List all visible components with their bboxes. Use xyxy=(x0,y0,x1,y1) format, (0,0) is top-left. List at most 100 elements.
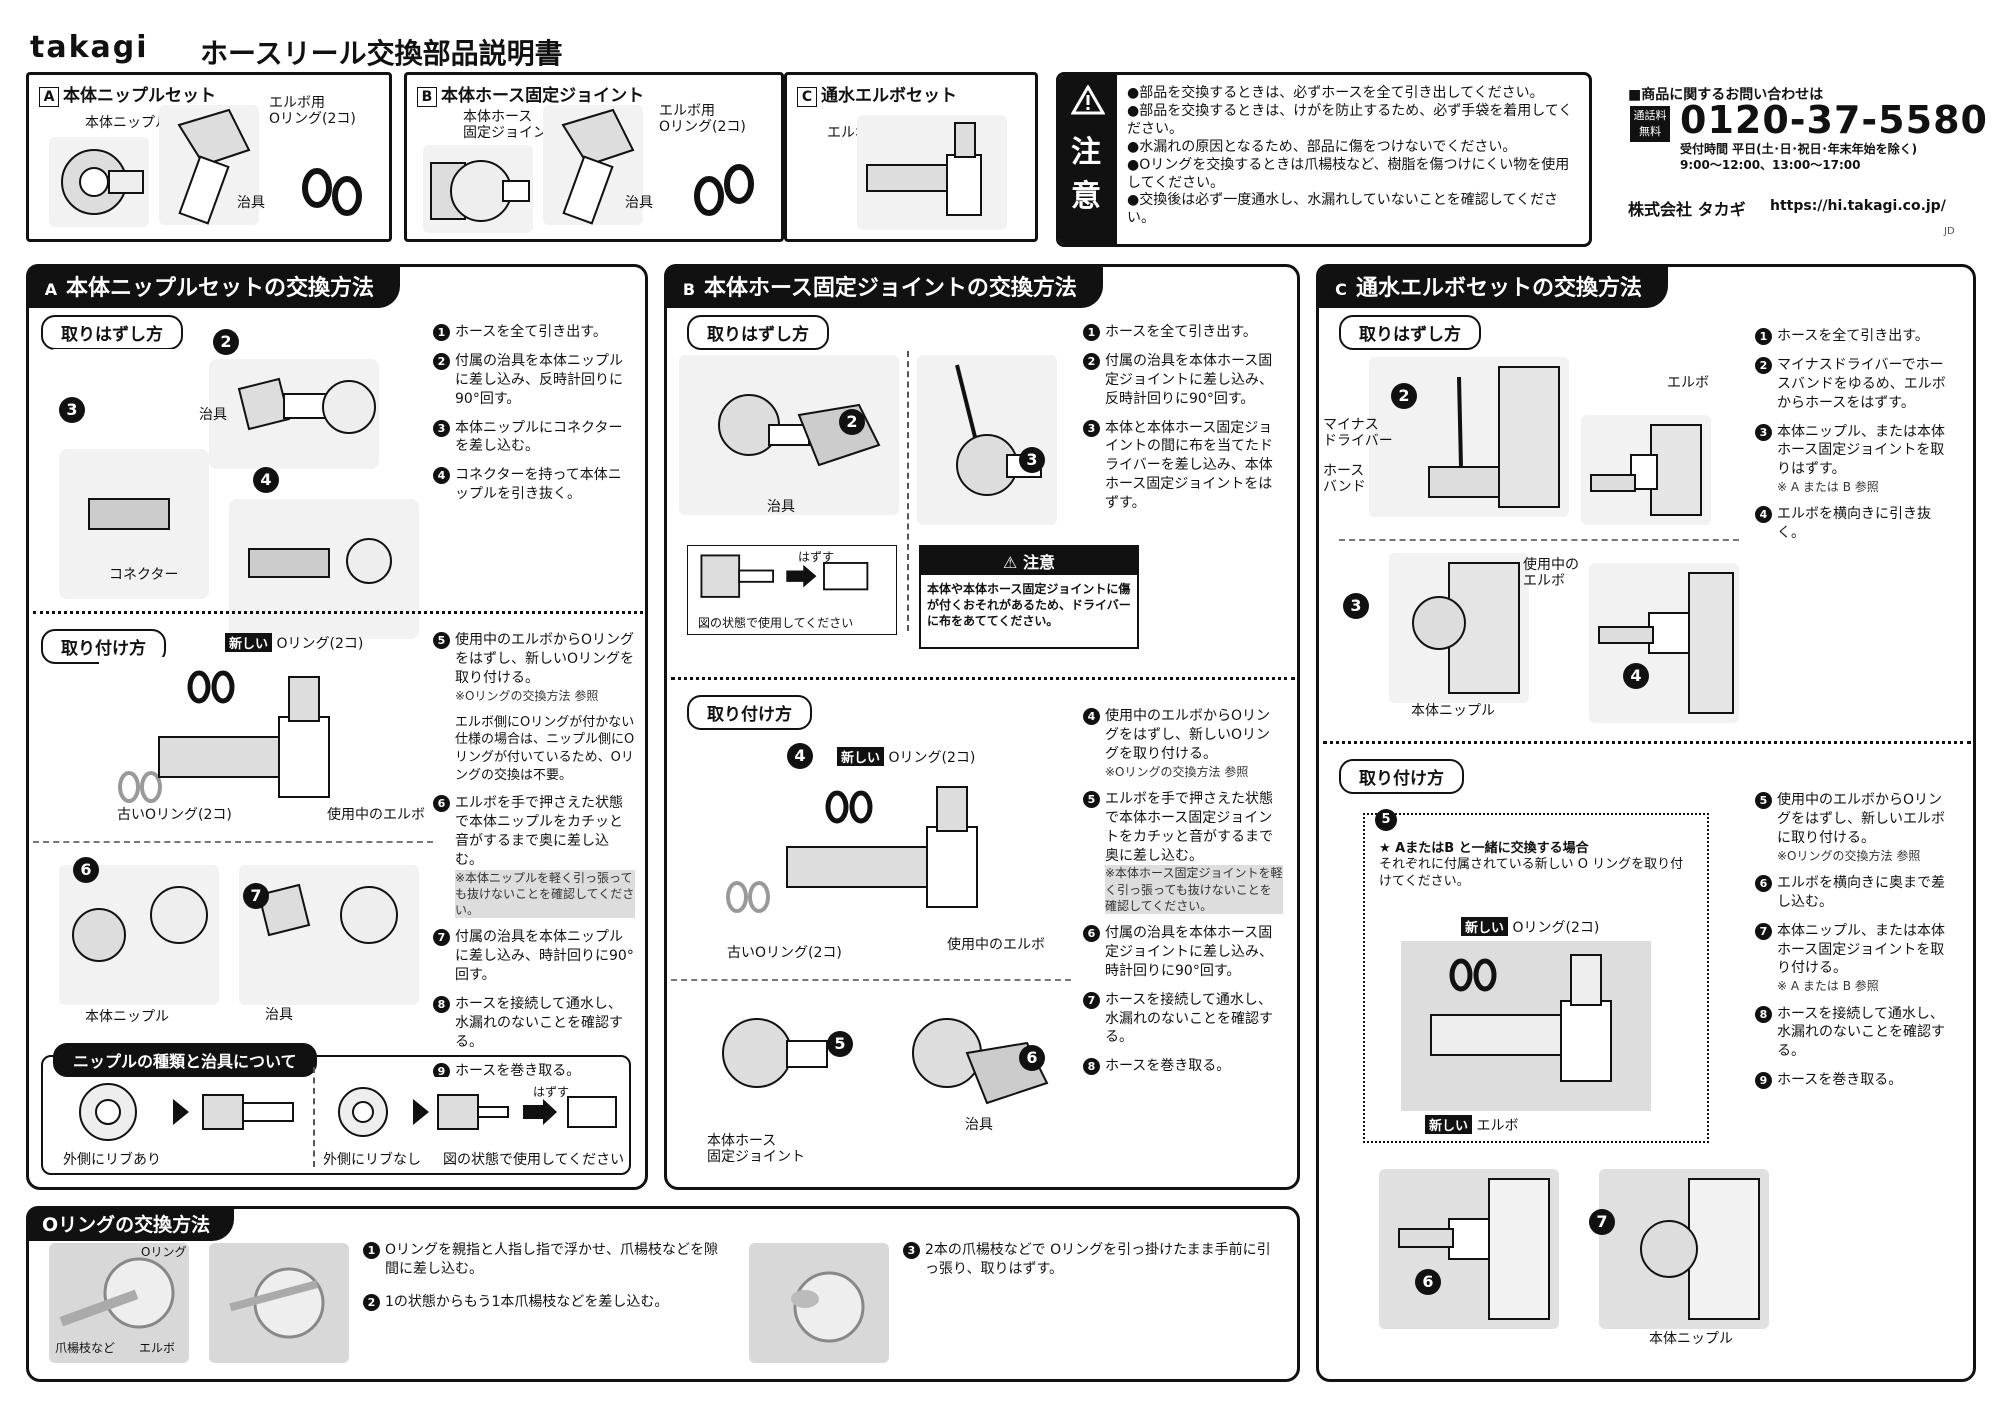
hint-label: 図の状態で使用してください xyxy=(698,616,854,630)
label-nipple: 本体ニップル xyxy=(85,1009,169,1025)
divider xyxy=(33,841,433,843)
new-badge: 新しい xyxy=(1425,1115,1473,1134)
remove-label: はずす xyxy=(533,1085,570,1099)
new-oring-label: Oリング(2コ) xyxy=(888,750,976,766)
part-a-tool-label: 治具 xyxy=(237,195,265,211)
new-oring-label: Oリング(2コ) xyxy=(1512,920,1600,936)
remove-driver-illustration xyxy=(917,355,1057,525)
new-oring-label: Oリング(2コ) xyxy=(276,636,364,652)
tool-illustration xyxy=(543,105,643,225)
install-nipple-illustration xyxy=(49,855,429,1015)
part-b-letter: B xyxy=(417,87,437,107)
part-a-nipple-label: 本体ニップル xyxy=(85,115,169,131)
caution-label-1: 注 xyxy=(1071,135,1101,170)
caution-item: ●水漏れの原因となるため、部品に傷をつけないでください。 xyxy=(1127,138,1517,155)
joint-illustration xyxy=(423,145,533,233)
caution-item: ●Oリングを交換するときは爪楊枝など、樹脂を傷つけにくい物を使用してください。 xyxy=(1127,156,1570,191)
contact-heading: ■商品に関するお問い合わせは xyxy=(1628,87,1824,103)
part-a-elbow-label: エルボ用 xyxy=(269,95,325,111)
divider xyxy=(33,611,643,614)
remove-elbow-illustration xyxy=(1581,415,1711,525)
oring-illustration xyxy=(299,160,369,220)
install-oring-illustration xyxy=(707,777,1067,947)
label-oring: Oリング xyxy=(141,1245,187,1259)
label-elbow: エルボ xyxy=(139,1341,176,1355)
tab-remove: 取りはずし方 xyxy=(687,315,829,350)
hours-line-1: 受付時間 平日(土･日･祝日･年末年始を除く) xyxy=(1680,142,1918,156)
tab-remove: 取りはずし方 xyxy=(41,315,183,350)
elbow-illustration xyxy=(857,115,1007,230)
warning-text: 本体や本体ホース固定ジョイントに傷が付くおそれがあるため、ドライバーに布をあてて… xyxy=(927,582,1131,629)
type-norib-label: 外側にリブなし xyxy=(323,1152,421,1168)
old-oring-label: 古いOリング(2コ) xyxy=(117,807,232,823)
doc-code: JD xyxy=(1944,226,1955,237)
tab-remove: 取りはずし方 xyxy=(1339,315,1481,350)
part-a-oring-label: Oリング(2コ) xyxy=(269,111,356,127)
hours-line-2: 9:00～12:00、13:00～17:00 xyxy=(1680,158,1861,172)
label-elbow-use-1: 使用中の xyxy=(1523,557,1579,573)
nipple-illustration xyxy=(49,137,149,227)
part-a-title: 本体ニップルセット xyxy=(63,86,216,106)
elbow-in-use-label: 使用中のエルボ xyxy=(327,807,425,823)
nipple-norib-illustration xyxy=(323,1077,623,1147)
part-a-letter: A xyxy=(39,87,59,107)
oring-photo-3 xyxy=(749,1243,889,1363)
free-call-badge: 通話料 無料 xyxy=(1630,106,1670,142)
label-elbow-use-2: エルボ xyxy=(1523,573,1565,589)
label-band-2: バンド xyxy=(1323,479,1366,495)
oring-illustration xyxy=(691,160,761,220)
website-url[interactable]: https://hi.takagi.co.jp/ xyxy=(1770,198,1946,214)
caution-item: ●交換後は必ず一度通水し、水漏れしていないことを確認してください。 xyxy=(1127,192,1558,227)
type-rib-label: 外側にリブあり xyxy=(63,1152,161,1168)
label-band-1: ホース xyxy=(1323,463,1365,479)
label-tool: 治具 xyxy=(199,407,227,423)
part-b-oring-label: Oリング(2コ) xyxy=(659,119,746,135)
remove-label: はずす xyxy=(798,550,835,564)
elbow-in-use-label: 使用中のエルボ xyxy=(947,937,1045,953)
label-pick: 爪楊枝など xyxy=(55,1341,116,1355)
part-c-title: 通水エルボセット xyxy=(821,86,957,106)
label-connector: コネクター xyxy=(109,567,179,583)
remove-elbow-side-illustration xyxy=(1589,563,1739,723)
type-hint-label: 図の状態で使用してください xyxy=(443,1152,625,1168)
oring-section-title: Oリングの交換方法 xyxy=(26,1206,235,1241)
part-b-tool-label: 治具 xyxy=(625,195,653,211)
label-tool: 治具 xyxy=(965,1117,993,1133)
divider xyxy=(1323,741,1971,744)
new-elbow-label: エルボ xyxy=(1476,1118,1519,1134)
caution-box: 注 意 ●部品を交換するときは、必ずホースを全て引き出してください。 ●部品を交… xyxy=(1056,72,1592,247)
phone-number[interactable]: 0120-37-5580 xyxy=(1680,98,1988,142)
new-badge: 新しい xyxy=(1461,917,1509,936)
remove-illustration xyxy=(49,349,429,649)
install-joint-illustration xyxy=(687,993,1067,1133)
install-oring-illustration xyxy=(99,657,429,857)
remove-nipple-illustration xyxy=(1389,553,1529,703)
